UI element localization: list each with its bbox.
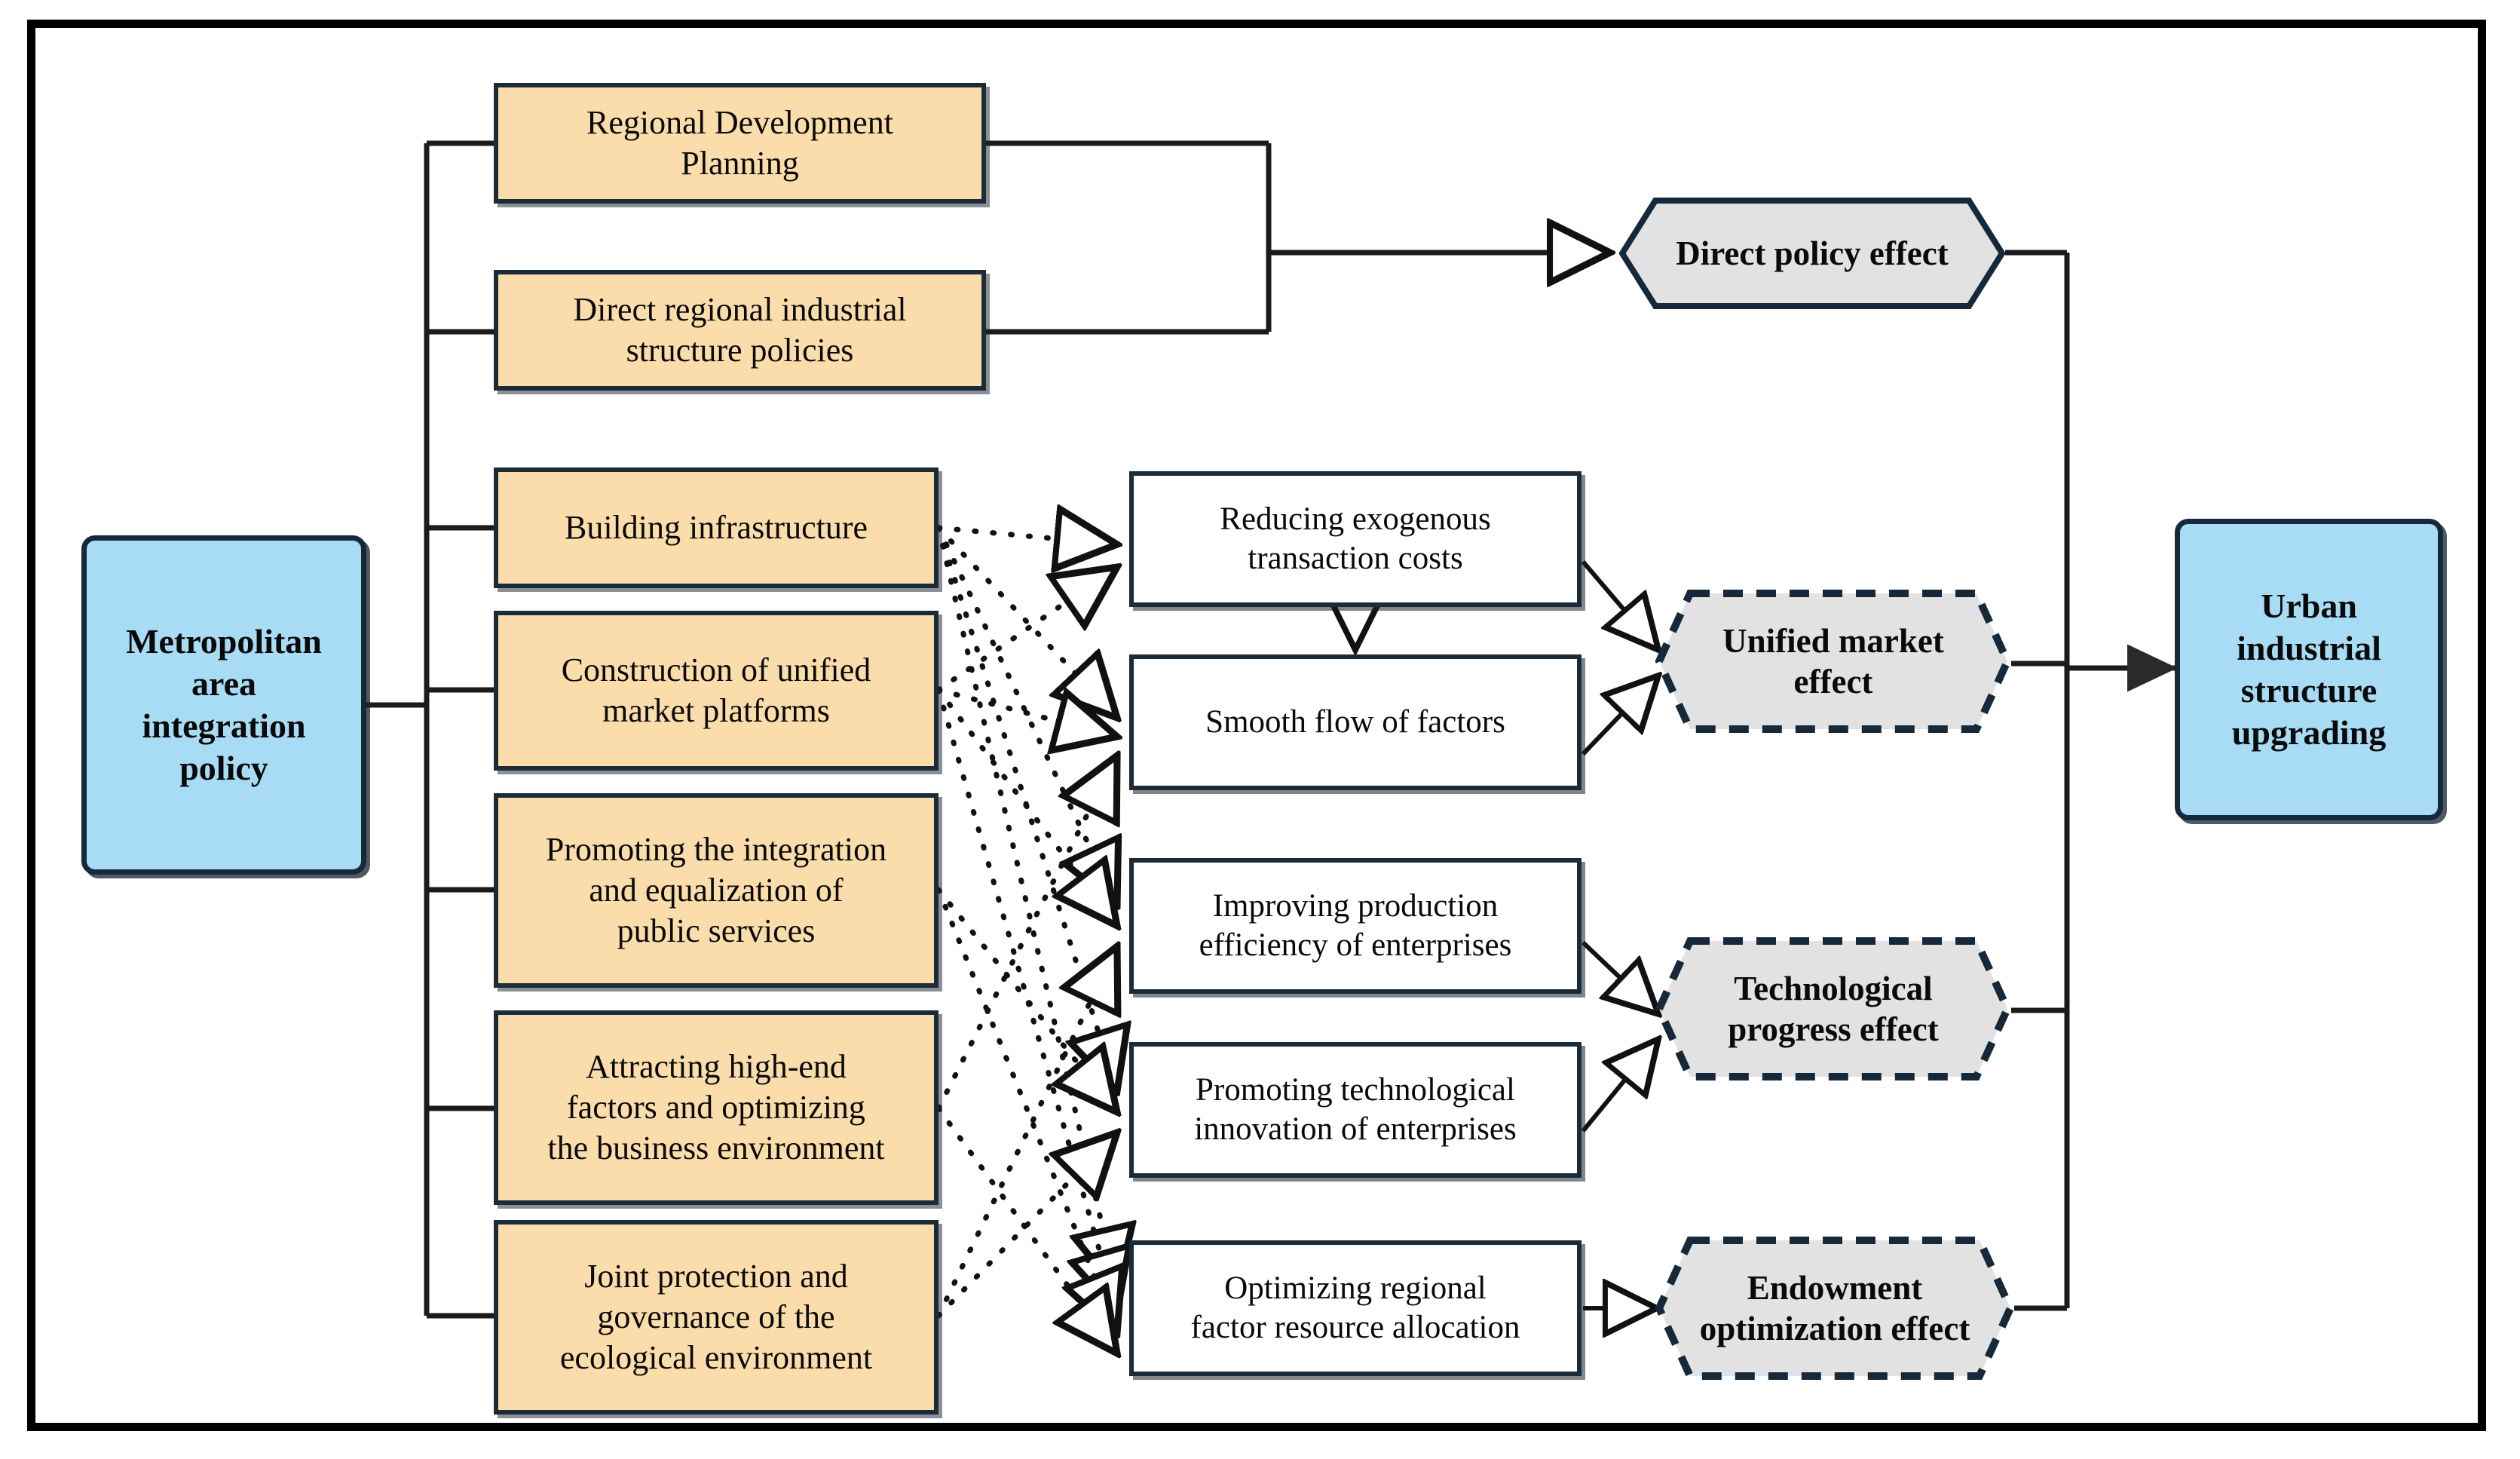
hexagon-shape-solid <box>1619 198 2005 309</box>
hexagon-shape-dashed <box>1655 590 2011 733</box>
hexagon-shape-dashed <box>1655 937 2011 1080</box>
hexagon-shape-dashed <box>1655 1237 2014 1380</box>
mechanism-box-smooth-flow-of-factors[interactable]: Smooth flow of factors <box>1129 654 1582 790</box>
effect-label: Direct policy effect <box>1676 234 1949 272</box>
policy-box-building-infrastructure[interactable]: Building infrastructure <box>494 467 938 588</box>
effect-hexagon-direct-policy-effect[interactable]: Direct policy effect <box>1619 198 2005 309</box>
mechanism-label: Smooth flow of factors <box>1205 703 1505 740</box>
policy-label: Building infrastructure <box>564 509 868 547</box>
